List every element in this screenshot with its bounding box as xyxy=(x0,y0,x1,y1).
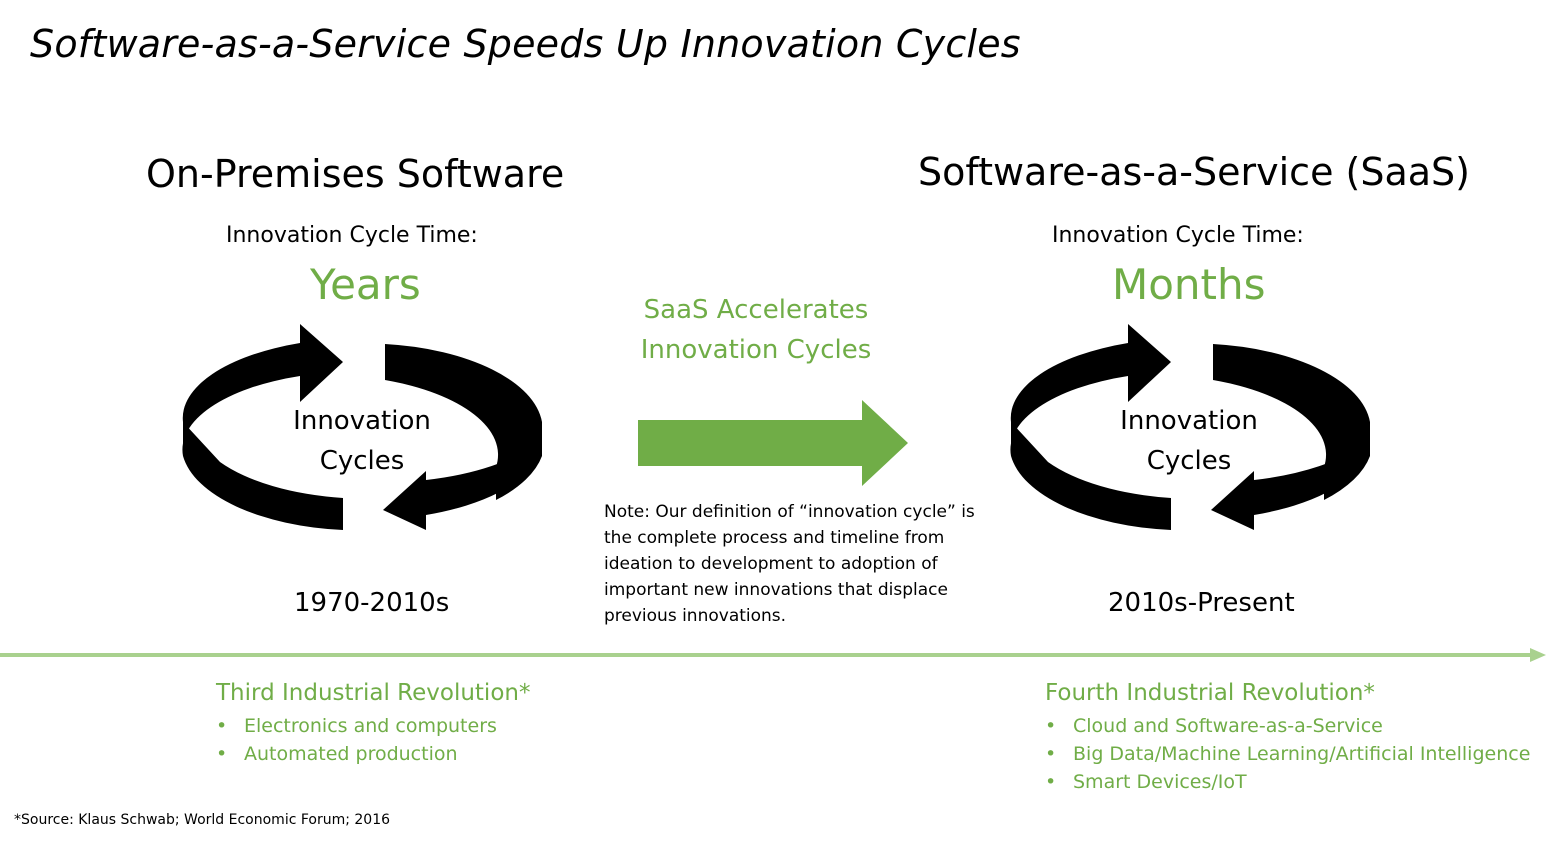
list-item: • Big Data/Machine Learning/Artificial In… xyxy=(1045,740,1530,768)
accelerate-right-arrow-icon xyxy=(638,400,908,486)
source-footnote: *Source: Klaus Schwab; World Economic Fo… xyxy=(14,812,391,828)
list-item-text: Cloud and Software-as-a-Service xyxy=(1073,715,1383,737)
right-cycle-time-value: Months xyxy=(1112,260,1266,309)
fourth-revolution-list: • Cloud and Software-as-a-Service • Big Da… xyxy=(1045,712,1530,796)
accelerates-label-line1: SaaS Accelerates xyxy=(643,295,869,325)
accelerates-label: SaaS Accelerates Innovation Cycles xyxy=(606,290,906,370)
right-cycle-label: Innovation Cycles xyxy=(1089,401,1289,481)
list-item-text: Smart Devices/IoT xyxy=(1073,771,1247,793)
left-cycle-label-line1: Innovation xyxy=(293,406,431,436)
third-revolution-title: Third Industrial Revolution* xyxy=(216,680,531,706)
list-item: • Electronics and computers xyxy=(216,712,497,740)
left-circular-arrows-icon xyxy=(182,324,542,530)
bullet-dot: • xyxy=(216,715,228,737)
slide-title: Software-as-a-Service Speeds Up Innovati… xyxy=(30,22,1021,66)
bullet-dot: • xyxy=(1045,771,1057,793)
left-cycle-label: Innovation Cycles xyxy=(262,401,462,481)
list-item: • Smart Devices/IoT xyxy=(1045,768,1530,796)
bullet-dot: • xyxy=(1045,743,1057,765)
right-period: 2010s-Present xyxy=(1108,588,1295,618)
left-cycle-time-value: Years xyxy=(310,260,421,309)
third-revolution-list: • Electronics and computers • Automated pr… xyxy=(216,712,497,768)
right-cycle-label-line2: Cycles xyxy=(1146,446,1232,476)
fourth-revolution-title: Fourth Industrial Revolution* xyxy=(1045,680,1375,706)
list-item-text: Electronics and computers xyxy=(244,715,497,737)
right-cycle-time-label: Innovation Cycle Time: xyxy=(1052,223,1304,248)
accelerates-label-line2: Innovation Cycles xyxy=(640,335,872,365)
timeline-arrow-icon xyxy=(0,648,1546,662)
list-item: • Cloud and Software-as-a-Service xyxy=(1045,712,1530,740)
list-item-text: Big Data/Machine Learning/Artificial Int… xyxy=(1073,743,1531,765)
on-premises-heading: On-Premises Software xyxy=(146,152,565,196)
left-cycle-label-line2: Cycles xyxy=(319,446,405,476)
list-item-text: Automated production xyxy=(244,743,458,765)
left-cycle-time-label: Innovation Cycle Time: xyxy=(226,223,478,248)
definition-note: Note: Our definition of “innovation cycl… xyxy=(604,502,975,626)
bullet-dot: • xyxy=(216,743,228,765)
right-circular-arrows-icon xyxy=(1010,324,1370,530)
saas-heading: Software-as-a-Service (SaaS) xyxy=(918,150,1471,194)
list-item: • Automated production xyxy=(216,740,497,768)
right-cycle-label-line1: Innovation xyxy=(1120,406,1258,436)
left-period: 1970-2010s xyxy=(294,588,450,618)
bullet-dot: • xyxy=(1045,715,1057,737)
